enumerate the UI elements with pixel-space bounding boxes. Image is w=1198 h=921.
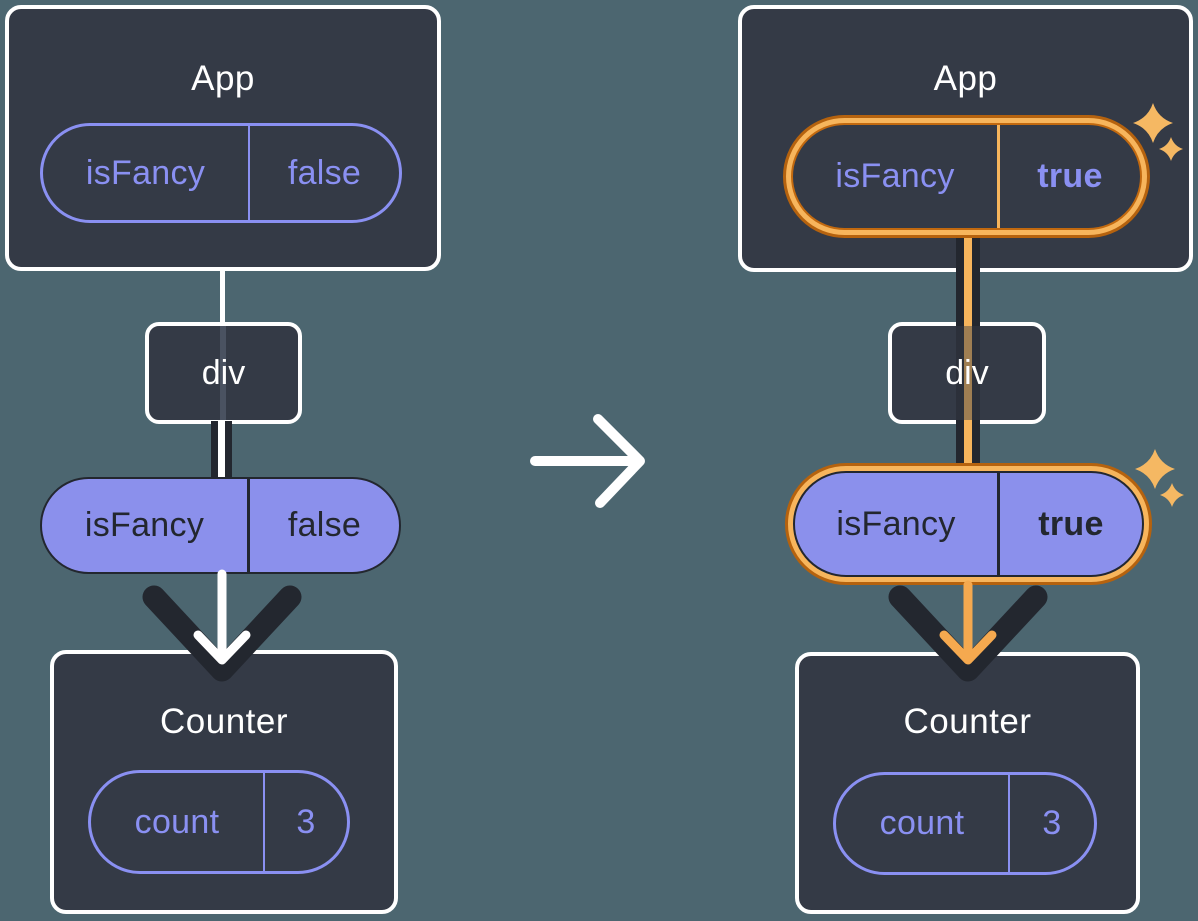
after-app-title: App <box>933 59 998 98</box>
state-key: count <box>879 804 965 842</box>
after-prop-pill-highlight: isFancy true <box>785 463 1152 585</box>
pill-divider <box>247 479 250 572</box>
after-app-state-pill: isFancy true <box>791 123 1142 230</box>
state-value: 3 <box>1042 804 1062 842</box>
arrow-down-icon <box>142 569 302 682</box>
after-edge-app-div <box>956 234 980 326</box>
before-div-label: div <box>201 353 246 392</box>
state-key: isFancy <box>835 157 955 195</box>
state-key: isFancy <box>85 153 206 192</box>
pass-through-line <box>956 326 980 420</box>
after-div-card: div <box>888 322 1046 424</box>
pill-divider <box>248 126 250 220</box>
state-key: count <box>134 802 220 841</box>
prop-key: isFancy <box>84 506 205 544</box>
arrow-down-icon <box>888 580 1048 682</box>
pill-divider <box>997 473 1000 575</box>
after-div-label: div <box>945 353 989 392</box>
state-value: 3 <box>296 802 316 841</box>
before-counter-state-pill: count 3 <box>88 770 350 874</box>
pass-through-line <box>220 326 226 420</box>
pill-divider <box>997 125 1000 228</box>
after-prop-pill: isFancy true <box>793 471 1144 577</box>
before-counter-card: Counter <box>50 650 398 914</box>
state-value: false <box>287 153 362 192</box>
arrow-right-icon <box>530 414 645 508</box>
prop-value: false <box>287 506 362 544</box>
after-edge-div-prop <box>956 420 980 468</box>
after-app-state-pill-highlight: isFancy true <box>783 115 1150 238</box>
before-app-state-pill: isFancy false <box>40 123 402 223</box>
before-prop-pill: isFancy false <box>40 477 401 574</box>
before-edge-div-prop <box>211 421 232 479</box>
after-counter-title: Counter <box>903 702 1032 741</box>
before-edge-app-div <box>220 267 225 325</box>
sparkles-icon <box>1135 449 1184 507</box>
sparkles-icon <box>1133 103 1183 161</box>
before-counter-title: Counter <box>159 702 289 741</box>
pill-divider <box>263 773 265 871</box>
prop-value: true <box>1038 504 1104 543</box>
pill-divider <box>1008 775 1010 872</box>
after-counter-state-pill: count 3 <box>833 772 1097 875</box>
prop-key: isFancy <box>836 504 956 543</box>
before-app-title: App <box>191 59 255 98</box>
state-value: true <box>1037 157 1103 195</box>
before-div-card: div <box>145 322 302 424</box>
